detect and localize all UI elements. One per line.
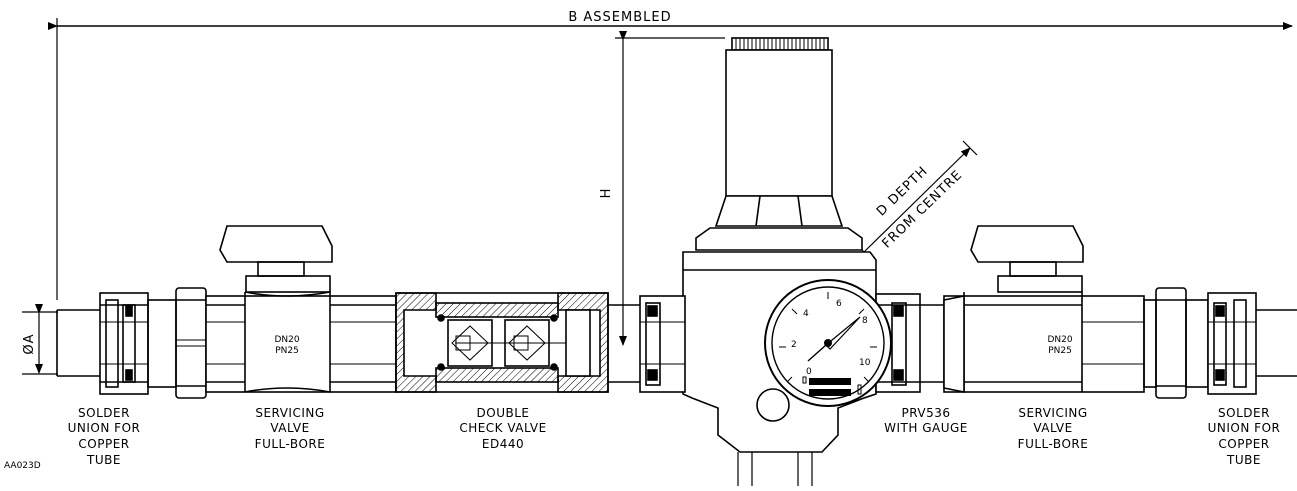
servicing-valve-right: DN20 PN25 (943, 225, 1145, 393)
gauge-scale-ticks (779, 292, 877, 383)
gauge-logo-strip-1 (809, 378, 851, 385)
svg-text:COPPER: COPPER (1218, 437, 1269, 451)
svg-text:FULL-BORE: FULL-BORE (1018, 437, 1089, 451)
svg-text:SOLDER: SOLDER (1218, 406, 1270, 420)
solder-union-left (56, 287, 207, 399)
dimension-b-label: B ASSEMBLED (568, 10, 671, 25)
drawing-code: AA023D (4, 461, 41, 471)
component-label-servicing-valve-right: SERVICING VALVE FULL-BORE (1018, 406, 1089, 451)
svg-text:SOLDER: SOLDER (78, 406, 130, 420)
gauge-tick-0: 0 (806, 367, 812, 377)
svg-text:COPPER: COPPER (78, 437, 129, 451)
dimension-a-label: ØA (22, 333, 37, 354)
valve-marking-pn-right: PN25 (1048, 346, 1072, 356)
dimension-diameter-a: ØA (22, 304, 58, 375)
svg-text:SERVICING: SERVICING (1018, 406, 1087, 420)
gauge-pivot (824, 339, 832, 347)
valve-marking-dn-right: DN20 (1047, 335, 1072, 345)
double-check-valve (395, 292, 609, 393)
valve-marking-dn-left: DN20 (274, 335, 299, 345)
gauge-tick-10: 10 (859, 358, 871, 368)
connecting-pipe (608, 304, 640, 383)
gauge-tick-8: 8 (862, 316, 868, 326)
svg-text:UNION FOR: UNION FOR (68, 421, 141, 435)
component-label-solder-union-left: SOLDER UNION FOR COPPER TUBE (68, 406, 141, 467)
knurl-pattern (735, 38, 825, 50)
gauge-tick-2: 2 (791, 340, 797, 350)
solder-union-right (1143, 287, 1297, 399)
svg-text:PRV536: PRV536 (901, 406, 950, 420)
svg-text:CHECK VALVE: CHECK VALVE (459, 421, 546, 435)
component-label-solder-union-right: SOLDER UNION FOR COPPER TUBE (1208, 406, 1281, 467)
svg-text:WITH GAUGE: WITH GAUGE (884, 421, 968, 435)
svg-text:DOUBLE: DOUBLE (477, 406, 530, 420)
dimension-h-label: H (599, 188, 614, 199)
valve-marking-pn-left: PN25 (275, 346, 299, 356)
svg-text:FULL-BORE: FULL-BORE (255, 437, 326, 451)
dimension-b-assembled: B ASSEMBLED (48, 10, 1293, 300)
gauge-logo-strip-2 (809, 389, 851, 396)
svg-text:ED440: ED440 (482, 437, 524, 451)
svg-text:UNION FOR: UNION FOR (1208, 421, 1281, 435)
gauge-tick-6: 6 (836, 299, 842, 309)
dimension-d-depth: D DEPTH FROM CENTRE (856, 140, 978, 260)
svg-text:SERVICING: SERVICING (255, 406, 324, 420)
svg-text:TUBE: TUBE (1226, 453, 1261, 467)
dimension-h: H (599, 31, 725, 346)
pressure-gauge: 0 2 4 6 8 10 (764, 279, 892, 407)
gauge-tick-4: 4 (803, 309, 809, 319)
prv536-valve: 0 2 4 6 8 10 (639, 37, 944, 486)
svg-text:VALVE: VALVE (270, 421, 309, 435)
component-label-double-check-valve: DOUBLE CHECK VALVE ED440 (459, 406, 546, 451)
component-label-servicing-valve-left: SERVICING VALVE FULL-BORE (255, 406, 326, 451)
svg-text:TUBE: TUBE (86, 453, 121, 467)
svg-text:VALVE: VALVE (1033, 421, 1072, 435)
servicing-valve-left: DN20 PN25 (205, 225, 397, 393)
component-label-prv536: PRV536 WITH GAUGE (884, 406, 968, 435)
